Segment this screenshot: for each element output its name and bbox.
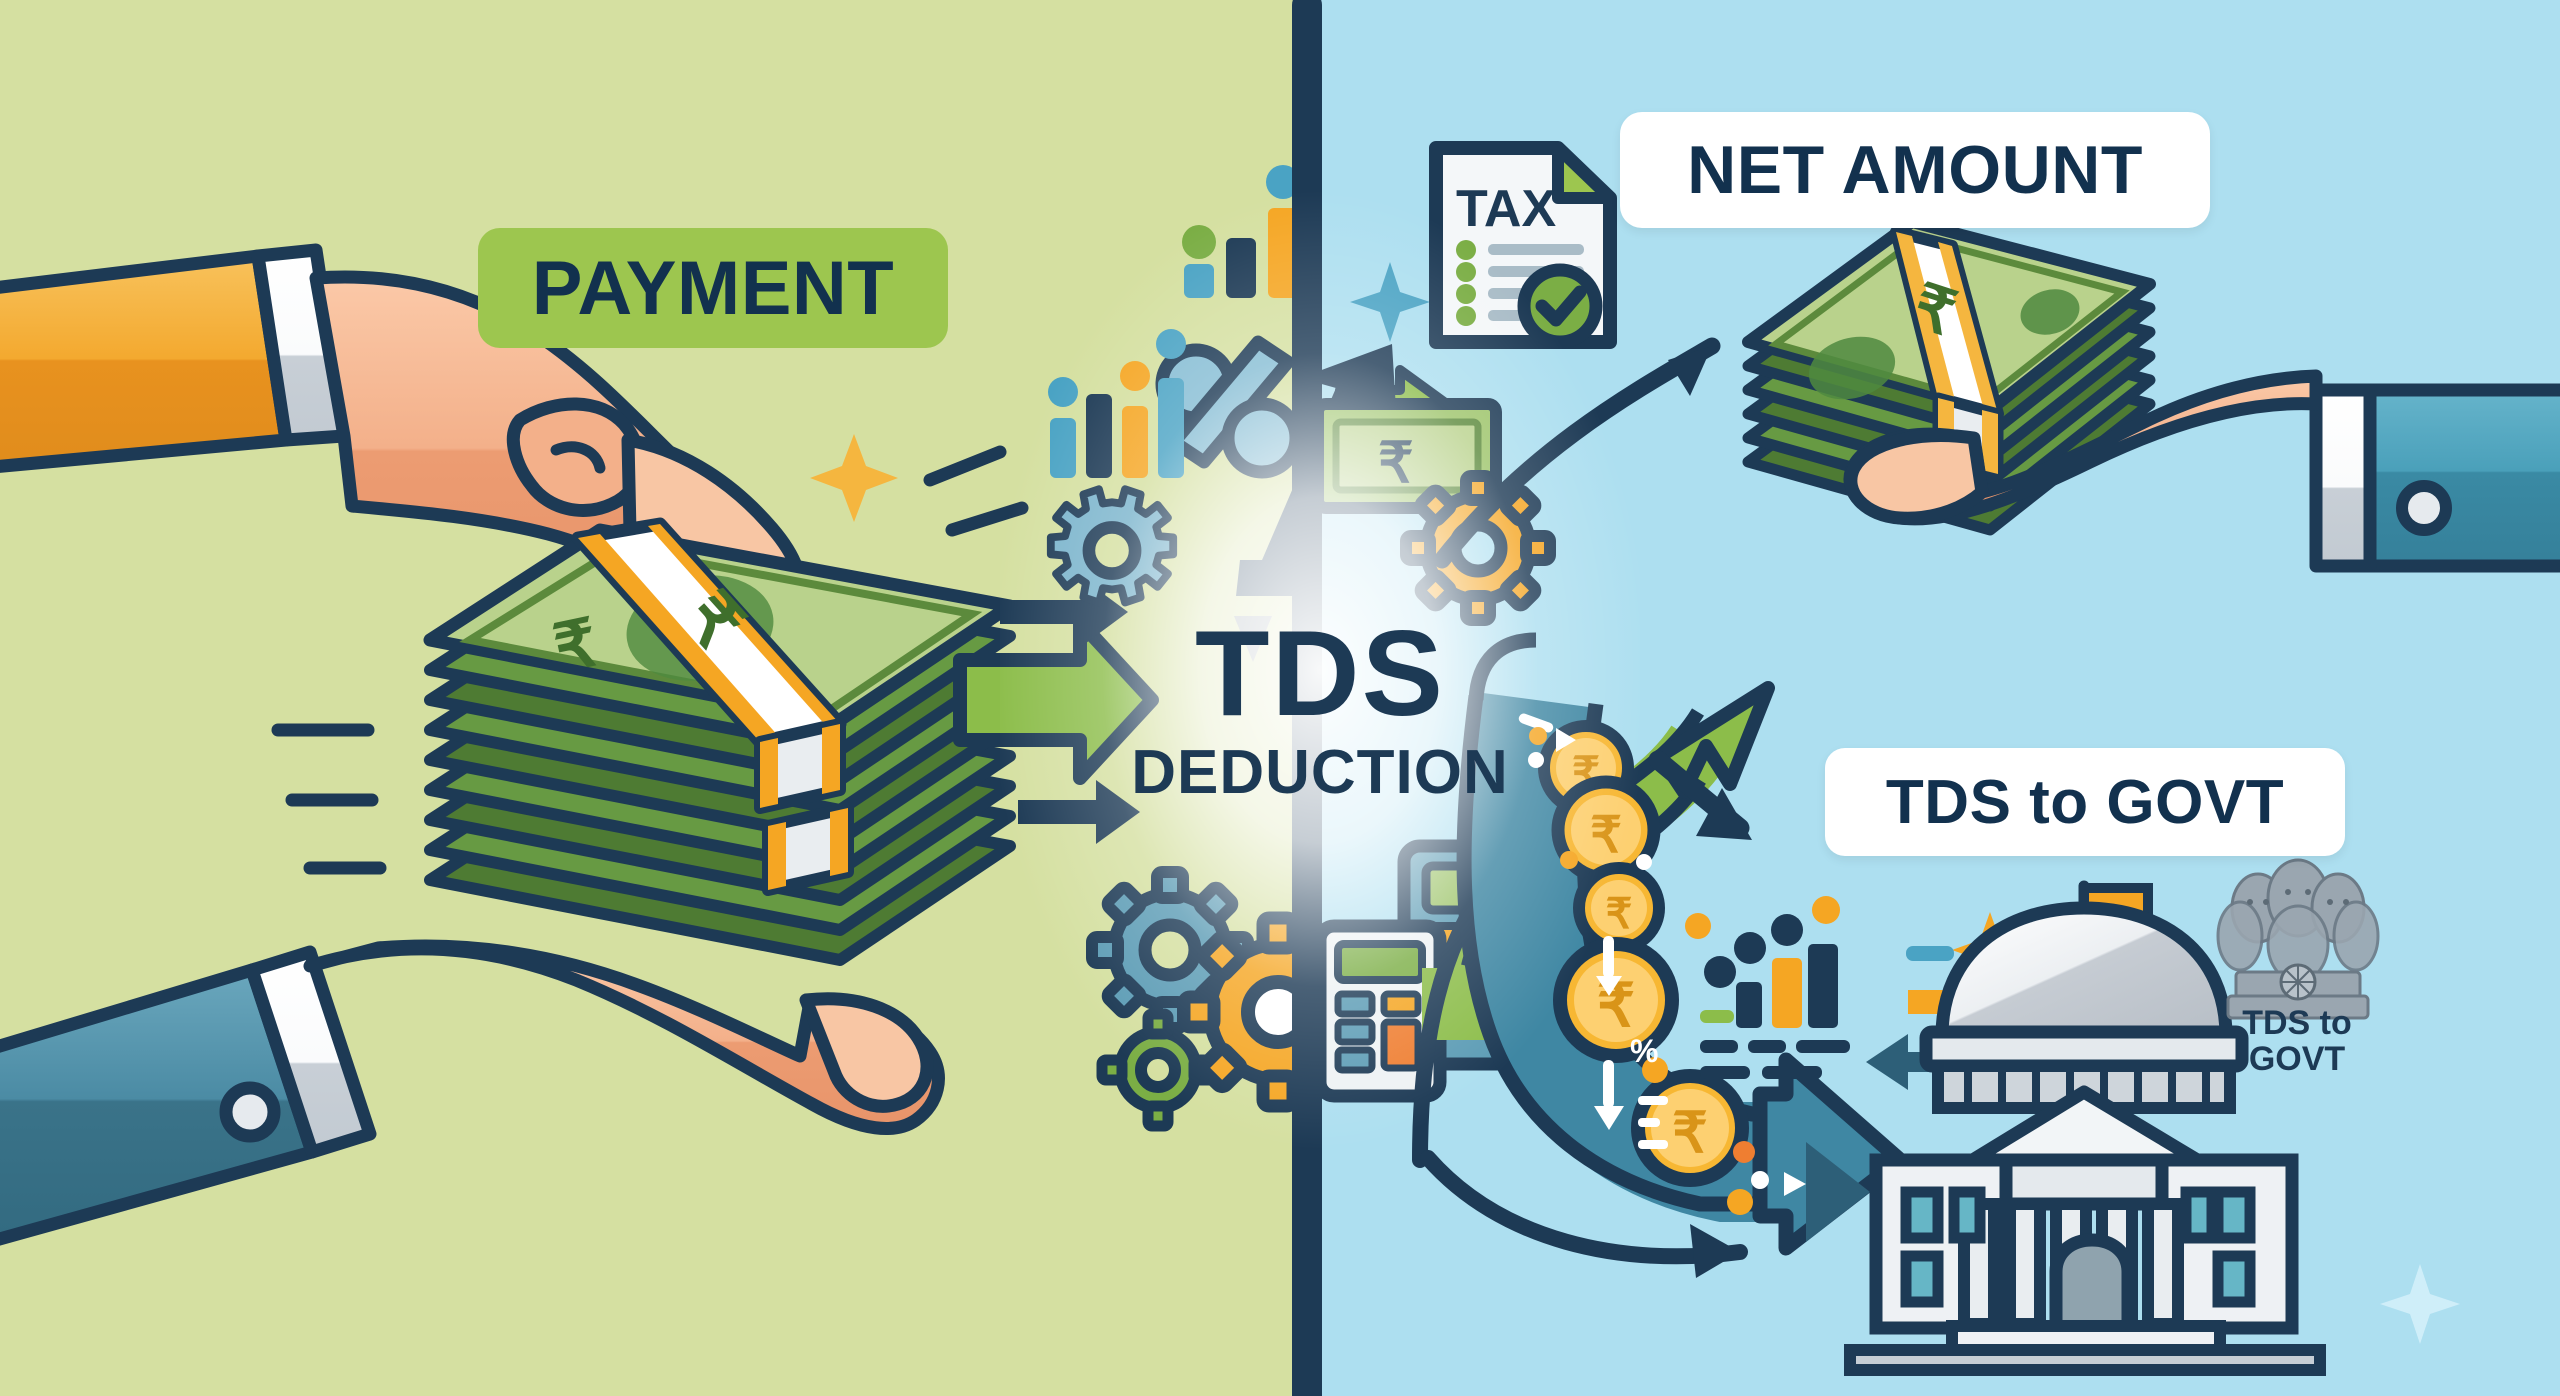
arrow-down-right-icon bbox=[1648, 750, 1752, 840]
rupee-coin-icon: ₹ bbox=[1631, 1069, 1749, 1187]
ashoka-emblem-icon bbox=[2216, 858, 2380, 1020]
svg-text:₹: ₹ bbox=[1590, 807, 1622, 863]
svg-text:₹: ₹ bbox=[1606, 890, 1633, 937]
cash-stack-payment: ₹ ₹ bbox=[423, 517, 1017, 966]
government-building-icon bbox=[1844, 880, 2326, 1376]
sparkle-icon-right bbox=[2380, 1264, 2460, 1344]
tds-title: TDS bbox=[1195, 605, 1445, 741]
rupee-coin-icon: ₹ bbox=[1573, 862, 1665, 954]
payment-badge: PAYMENT bbox=[478, 228, 948, 348]
tds-subtitle: DEDUCTION bbox=[1131, 738, 1509, 807]
tax-document-title: TAX bbox=[1456, 180, 1556, 238]
tax-document-icon: TAX bbox=[1429, 141, 1617, 349]
center-title-block: TDS DEDUCTION bbox=[1070, 612, 1570, 805]
tds-to-govt-badge-label: TDS to GOVT bbox=[1885, 767, 2285, 837]
emblem-caption-line1: TDS to bbox=[2242, 1004, 2352, 1042]
motion-lines bbox=[271, 445, 1029, 875]
svg-text:₹: ₹ bbox=[1672, 1101, 1708, 1164]
svg-text:%: % bbox=[1630, 1033, 1658, 1069]
net-amount-badge: NET AMOUNT bbox=[1620, 112, 2210, 228]
emblem-caption: TDS to GOVT bbox=[2232, 1004, 2362, 1078]
recipient-hand bbox=[1843, 369, 2560, 573]
net-amount-badge-label: NET AMOUNT bbox=[1687, 132, 2143, 208]
sparkle-icon-left bbox=[810, 434, 898, 522]
curve-arrow-to-net bbox=[1433, 337, 1721, 569]
payment-badge-label: PAYMENT bbox=[531, 245, 895, 331]
arrow-left-icon-navy bbox=[1866, 1034, 1966, 1090]
payer-lower-arm bbox=[0, 939, 945, 1246]
sleeve-button-icon bbox=[2396, 480, 2452, 536]
tds-to-govt-badge: TDS to GOVT bbox=[1825, 748, 2345, 856]
emblem-caption-line2: GOVT bbox=[2248, 1039, 2346, 1078]
cash-stack-net-amount: ₹ bbox=[1742, 216, 2156, 536]
chevron-right-icon bbox=[1806, 1142, 1870, 1242]
bar-chart-icon-govt bbox=[1685, 896, 1850, 1079]
sleeve-button-icon bbox=[219, 1081, 281, 1143]
